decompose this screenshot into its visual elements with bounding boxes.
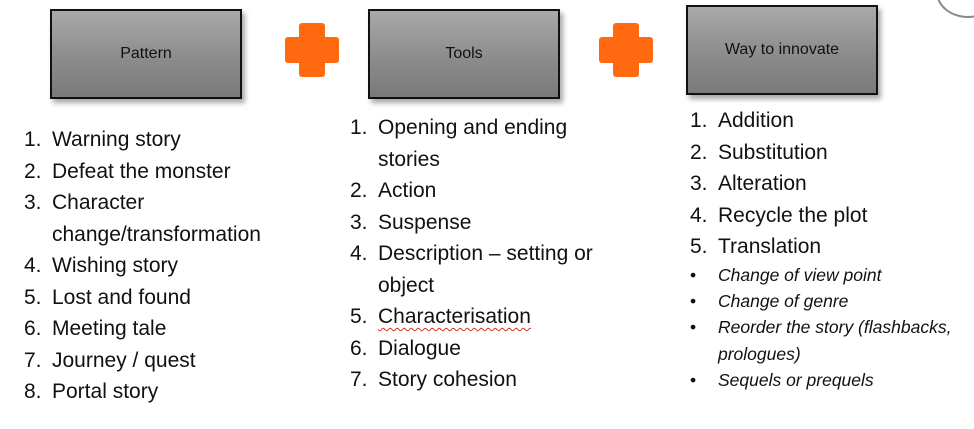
- list-item-number: 4.: [690, 203, 708, 227]
- list-item: 7. Journey / quest: [24, 345, 324, 377]
- list-item-text: Addition: [718, 109, 794, 132]
- bullet-mark: •: [690, 265, 697, 285]
- list-item-number: 5.: [24, 285, 42, 309]
- list-item-text: Lost and found: [52, 285, 191, 309]
- bullet-mark: •: [690, 369, 697, 390]
- list-item-text: Dialogue: [378, 336, 461, 360]
- list-item: 2. Substitution: [690, 137, 970, 169]
- plus-icon: [285, 23, 339, 77]
- list-item-number: 3.: [690, 172, 708, 195]
- pattern-list: 1. Warning story 2. Defeat the monster 3. C…: [24, 124, 324, 408]
- list-item-number: 2.: [690, 140, 708, 164]
- list-item-text: Defeat the monster: [52, 159, 231, 183]
- bullet-item: • Sequels or prequels: [690, 367, 970, 393]
- way-to-innovate-sublist: • Change of view point • Change of genre •…: [690, 262, 970, 393]
- list-item-text: Warning story: [52, 128, 181, 151]
- list-item-text: Description – setting or object: [378, 242, 593, 297]
- list-item-text: Action: [378, 179, 437, 202]
- list-item-number: 1.: [690, 109, 708, 132]
- bullet-mark: •: [690, 317, 697, 338]
- list-item: 5. Lost and found: [24, 282, 324, 314]
- list-item-text: Substitution: [718, 140, 828, 164]
- list-item-number: 1.: [350, 116, 368, 139]
- list-item-number: 7.: [350, 368, 368, 391]
- list-item-number: 3.: [350, 210, 368, 234]
- bullet-item-text: Sequels or prequels: [718, 369, 874, 390]
- list-item-text: Suspense: [378, 210, 472, 234]
- list-item: 8. Portal story: [24, 376, 324, 408]
- pattern-header-box: Pattern: [50, 9, 242, 99]
- list-item-number: 8.: [24, 380, 42, 403]
- list-item: 2. Defeat the monster: [24, 156, 324, 188]
- list-item-number: 6.: [350, 336, 368, 360]
- bullet-item-text: Change of genre: [718, 291, 849, 312]
- list-item-number: 3.: [24, 191, 42, 214]
- tools-list: 1. Opening and ending stories 2. Action 3.…: [350, 112, 620, 396]
- list-item-text: Meeting tale: [52, 317, 167, 340]
- list-item-number: 1.: [24, 128, 42, 151]
- list-item: 1. Addition: [690, 105, 970, 137]
- list-item-number: 7.: [24, 348, 42, 372]
- list-item: 6. Dialogue: [350, 333, 620, 365]
- list-item: 5. Translation: [690, 231, 970, 263]
- list-item-text: Opening and ending stories: [378, 116, 568, 171]
- list-item-number: 2.: [24, 159, 42, 183]
- bullet-item: • Change of view point: [690, 262, 970, 288]
- list-item-number: 4.: [24, 254, 42, 277]
- list-item-text: Portal story: [52, 380, 159, 403]
- way-to-innovate-header-label: Way to innovate: [724, 41, 840, 58]
- tools-header-box: Tools: [368, 9, 560, 99]
- list-item-number: 5.: [690, 235, 708, 258]
- list-item-number: 4.: [350, 242, 368, 265]
- list-item-number: 5.: [350, 305, 368, 328]
- list-item: 6. Meeting tale: [24, 313, 324, 345]
- pattern-header-label: Pattern: [120, 45, 172, 62]
- list-item: 1. Warning story: [24, 124, 324, 156]
- list-item: 3. Alteration: [690, 168, 970, 200]
- bullet-mark: •: [690, 291, 697, 312]
- bullet-item: • Reorder the story (flashbacks, prologue…: [690, 314, 970, 366]
- list-item: 4. Description – setting or object: [350, 238, 620, 301]
- list-item-text: Recycle the plot: [718, 203, 868, 227]
- list-item-text: Story cohesion: [378, 368, 517, 391]
- list-item-text: Character change/transformation: [52, 191, 261, 246]
- list-item-text: Characterisation: [378, 305, 531, 328]
- badge-edge-decoration: [936, 0, 974, 18]
- way-to-innovate-header-box: Way to innovate: [686, 5, 878, 95]
- list-item-text: Translation: [718, 235, 822, 258]
- plus-icon: [599, 23, 653, 77]
- list-item: 2. Action: [350, 175, 620, 207]
- list-item-text: Journey / quest: [52, 348, 196, 372]
- bullet-item-text: Reorder the story (flashbacks, prologues…: [718, 317, 952, 364]
- bullet-item: • Change of genre: [690, 288, 970, 314]
- list-item: 5. Characterisation: [350, 301, 620, 333]
- bullet-item-text: Change of view point: [718, 265, 882, 285]
- list-item: 4. Recycle the plot: [690, 200, 970, 232]
- list-item-text: Alteration: [718, 172, 807, 195]
- list-item: 4. Wishing story: [24, 250, 324, 282]
- tools-header-label: Tools: [445, 45, 483, 62]
- way-to-innovate-list: 1. Addition 2. Substitution 3. Alteration 4…: [690, 105, 970, 263]
- list-item: 3. Suspense: [350, 207, 620, 239]
- list-item-number: 2.: [350, 179, 368, 202]
- list-item: 1. Opening and ending stories: [350, 112, 620, 175]
- list-item-text: Wishing story: [52, 254, 179, 277]
- list-item: 7. Story cohesion: [350, 364, 620, 396]
- list-item-number: 6.: [24, 317, 42, 340]
- list-item: 3. Character change/transformation: [24, 187, 324, 250]
